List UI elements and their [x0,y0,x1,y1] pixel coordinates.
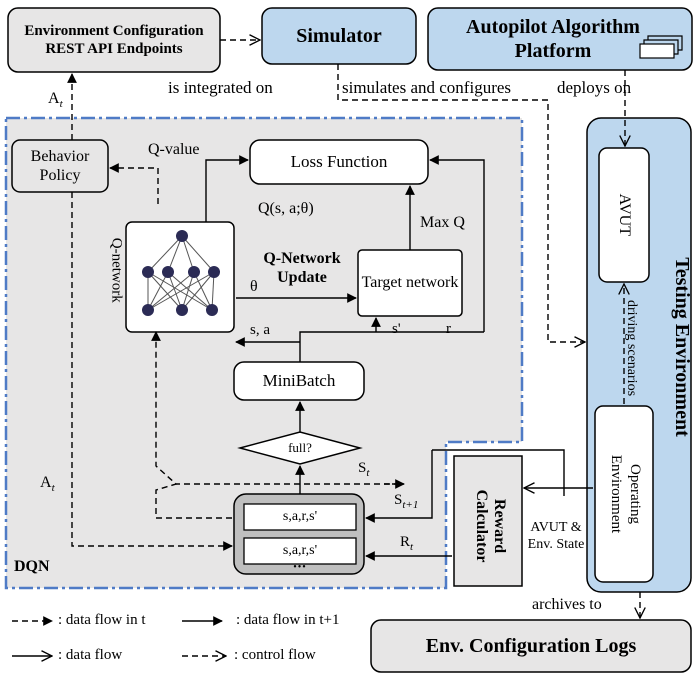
full-decision-diamond [237,431,363,465]
is-integrated-on-label: is integrated on [168,78,273,97]
st1-label: St+1 [394,492,419,511]
simulator-to-testing-arrow [337,64,585,342]
dqn-label: DQN [14,558,50,575]
full-check-label: full? [288,440,312,456]
autopilot-label: Autopilot Algorithm Platform [466,16,640,62]
stack-icon [639,35,683,59]
qvalue-to-behavior-arrow [109,163,159,204]
minibatch-label: MiniBatch [262,370,336,390]
at-top-label: At [48,90,63,111]
driving-scenarios-label: driving scenarios [624,299,639,397]
at-to-replay-arrow [71,192,233,551]
avut-box [598,147,650,283]
r-label: r [446,321,451,337]
reward-calculator-box [453,455,523,587]
st1-from-os-arrow [432,449,565,496]
s-prime-label: s' [392,321,401,337]
behavior-policy-box [11,139,109,193]
replay-to-qnet-dashed [151,331,232,519]
env-config-api-label: Environment Configuration REST API Endpo… [24,23,204,57]
loss-function-label: Loss Function [290,151,388,171]
loss-feedback-arrow [429,155,485,332]
avut-env-state-label: AVUT & Env. State [527,520,585,552]
q-network-box [125,221,235,333]
q-sa-theta-label: Q(s, a;θ) [258,200,314,217]
q-network-graph [147,235,215,311]
simulator-label: Simulator [296,25,382,47]
q-network-nodes [142,230,220,316]
qnet-to-loss-arrow [205,155,249,222]
st-label: St [358,460,370,479]
q-network-side-label: Q-network [108,237,125,303]
env-config-logs-box [370,619,692,673]
replay-row-1-label: s,a,r,s' [282,508,318,524]
autopilot-box [427,7,693,71]
archives-to-label: archives to [532,596,602,613]
q-value-label: Q-value [148,141,200,158]
legend-dashed-open-label: : control flow [234,647,316,663]
minibatch-box [233,361,365,401]
avut-label: AVUT [615,193,633,236]
behavior-policy-label: Behavior Policy [30,147,90,184]
replay-more-label: ••• [293,562,307,573]
s-a-label: s, a [250,322,270,338]
replay-row-2-box [243,537,357,565]
st1-to-replay-arrow [365,450,433,523]
replay-row-2-label: s,a,r,s' [282,542,318,558]
loss-function-box [249,139,429,185]
operating-env-box [594,405,654,583]
replay-row-1-box [243,503,357,531]
q-network-update-label: Q-Network Update [263,249,341,286]
theta-label: θ [250,278,258,295]
minibatch-to-qnet-arrow [299,331,484,362]
testing-environment-label: Testing Environment [671,257,693,437]
deploys-on-label: deploys on [557,78,632,97]
legend-solid-open-label: : data flow [58,647,123,663]
legend-dashed-filled-label: : data flow in t [58,612,146,628]
legend-solid-filled-label: : data flow in t+1 [236,612,340,628]
operating-environment-label: Operating Environment [608,454,643,534]
rt-label: Rt [400,534,414,553]
simulates-configures-label: simulates and configures [342,78,512,97]
max-q-label: Max Q [420,214,465,231]
simulator-box [261,7,417,65]
at-left-label: At [40,474,55,495]
env-config-logs-label: Env. Configuration Logs [425,635,637,657]
target-network-label: Target network [361,274,459,292]
reward-calculator-label: Reward Calculator [472,489,508,563]
